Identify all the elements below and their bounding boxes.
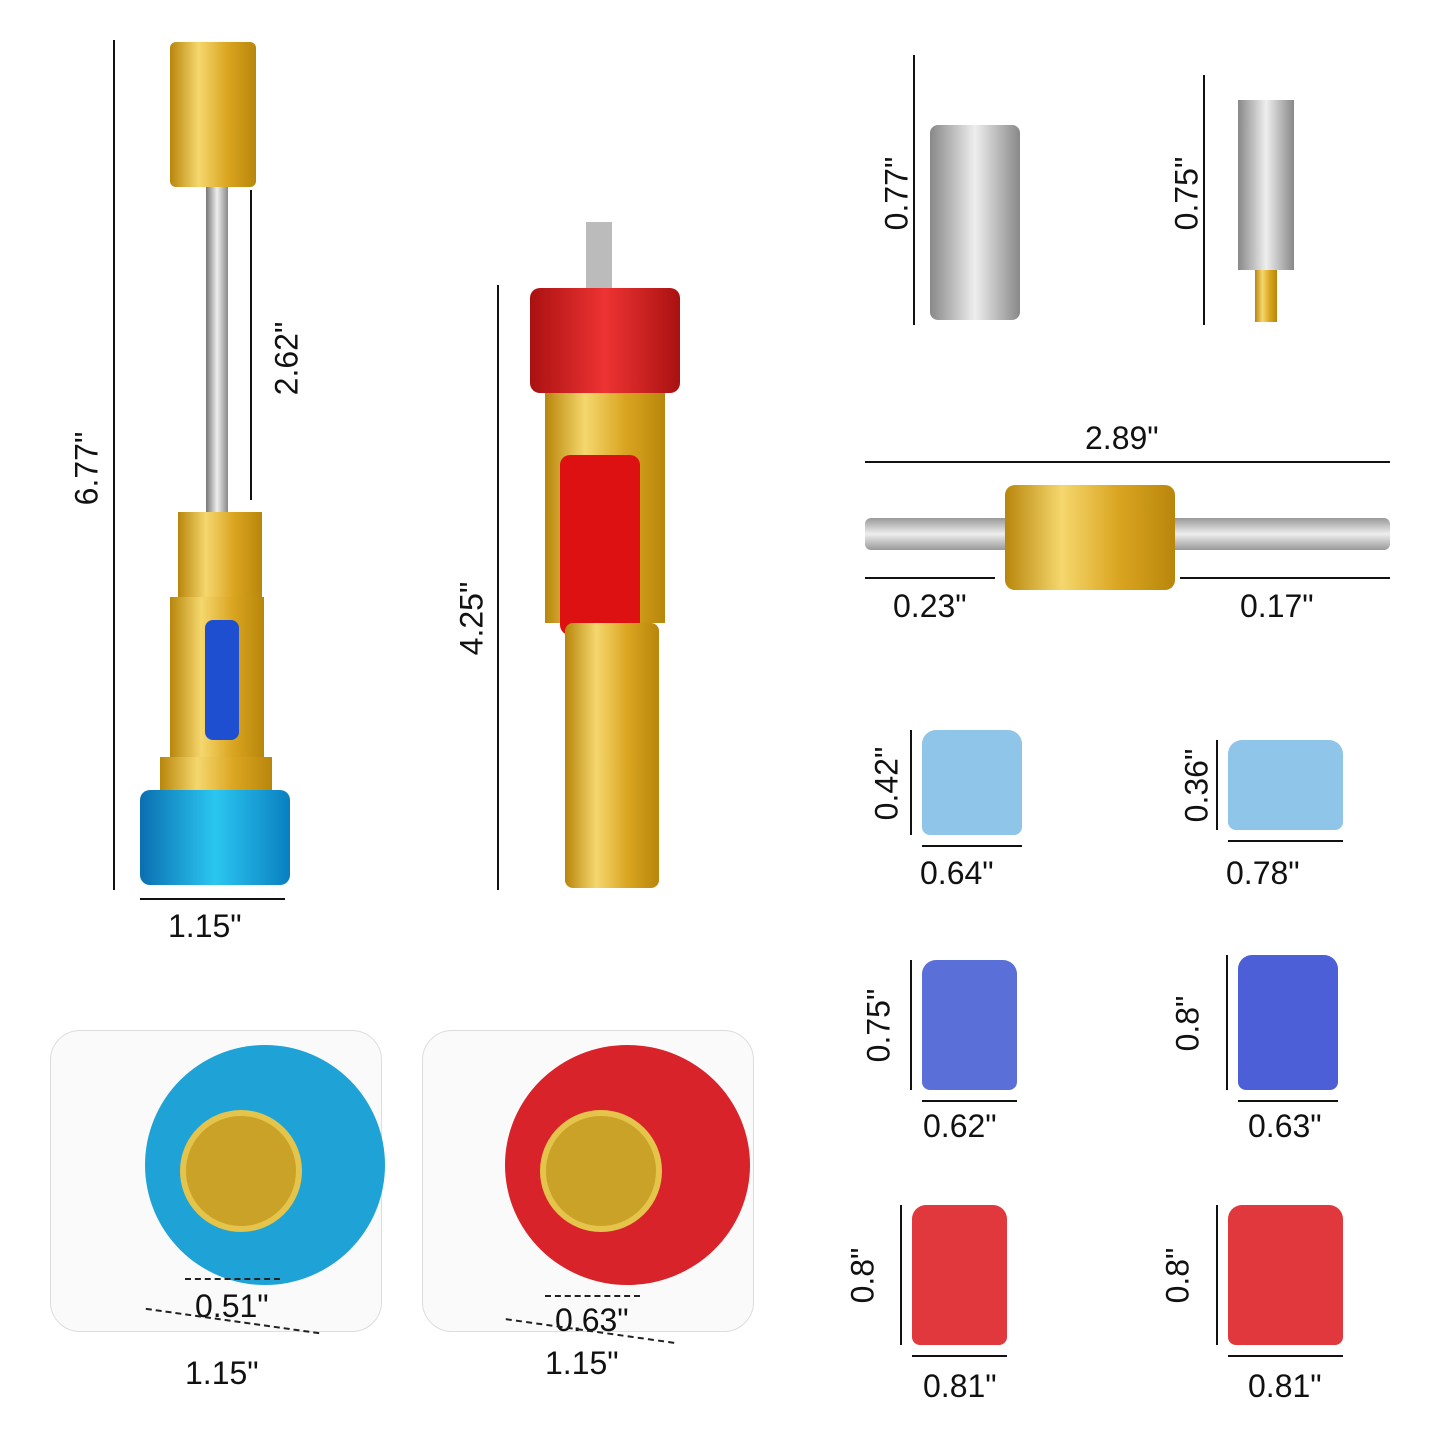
service-cap (912, 1205, 1007, 1345)
dim-label: 0.51" (195, 1288, 269, 1324)
dim-label: 0.75" (860, 988, 897, 1063)
service-cap (1228, 1205, 1343, 1345)
dim-label: 0.63" (1248, 1108, 1322, 1144)
dimension-line (250, 190, 252, 500)
dim-label: 0.36" (1178, 748, 1215, 823)
dimension-line (910, 730, 912, 835)
dim-label: 2.89" (1085, 420, 1159, 456)
dimension-line (1216, 1205, 1218, 1345)
dim-label: 6.77" (68, 431, 105, 506)
red-coupler-bore (540, 1110, 662, 1232)
dimension-line (113, 40, 115, 890)
rod (206, 187, 228, 512)
dimension-line (913, 55, 915, 325)
core-remover-knob (1005, 485, 1175, 590)
dim-label: 0.62" (923, 1108, 997, 1144)
service-cap (922, 730, 1022, 835)
dimension-line (545, 1295, 640, 1297)
dimension-line (922, 845, 1022, 847)
knurled-knob (170, 42, 256, 187)
dim-label: 0.8" (1159, 1247, 1196, 1304)
valve-core-pin (1255, 270, 1277, 322)
dimension-line (912, 1355, 1007, 1357)
dimension-line (865, 461, 1390, 463)
dim-label: 0.81" (1248, 1368, 1322, 1404)
dimension-line (497, 285, 499, 890)
dim-label: 0.8" (1169, 995, 1206, 1051)
dim-label: 0.63" (555, 1302, 629, 1338)
blue-valve-handle (205, 620, 239, 740)
dimension-line (1238, 1100, 1338, 1102)
dimension-line (900, 1205, 902, 1345)
dimension-line (1203, 75, 1205, 325)
dim-label: 0.77" (878, 156, 915, 231)
dim-label: 2.62" (268, 321, 305, 396)
dimension-line (1228, 840, 1343, 842)
dim-label: 0.64" (920, 855, 994, 891)
valve-core-2 (1238, 100, 1294, 270)
dimension-line (140, 898, 285, 900)
dim-label: 4.25" (453, 581, 490, 656)
core-tip (586, 222, 612, 292)
dim-label: 1.15" (168, 908, 242, 944)
dim-label: 0.8" (844, 1247, 881, 1304)
dim-label: 0.75" (1168, 156, 1205, 231)
dimension-line (1226, 955, 1228, 1090)
blue-coupler-bore (180, 1110, 302, 1232)
dim-label: 1.15" (185, 1355, 259, 1391)
dimension-line (922, 1100, 1017, 1102)
red-coupler (530, 288, 680, 393)
dimension-line (1180, 577, 1390, 579)
dimension-line (865, 577, 995, 579)
dim-label: 0.17" (1240, 588, 1314, 624)
blue-coupler (140, 790, 290, 885)
service-cap (922, 960, 1017, 1090)
dimension-line (1228, 1355, 1343, 1357)
nut (160, 757, 272, 795)
knurled-body (565, 623, 659, 888)
dim-label: 0.23" (893, 588, 967, 624)
coupler (178, 512, 262, 597)
service-cap (1238, 955, 1338, 1090)
dimension-line (185, 1278, 280, 1280)
service-cap (1228, 740, 1343, 830)
dim-label: 0.42" (868, 746, 905, 820)
valve-core-1 (930, 125, 1020, 320)
dim-label: 1.15" (545, 1345, 619, 1381)
dimension-line (910, 960, 912, 1090)
dim-label: 0.78" (1226, 855, 1300, 891)
dimension-line (1216, 740, 1218, 830)
red-valve-handle (560, 455, 640, 635)
dim-label: 0.81" (923, 1368, 997, 1404)
